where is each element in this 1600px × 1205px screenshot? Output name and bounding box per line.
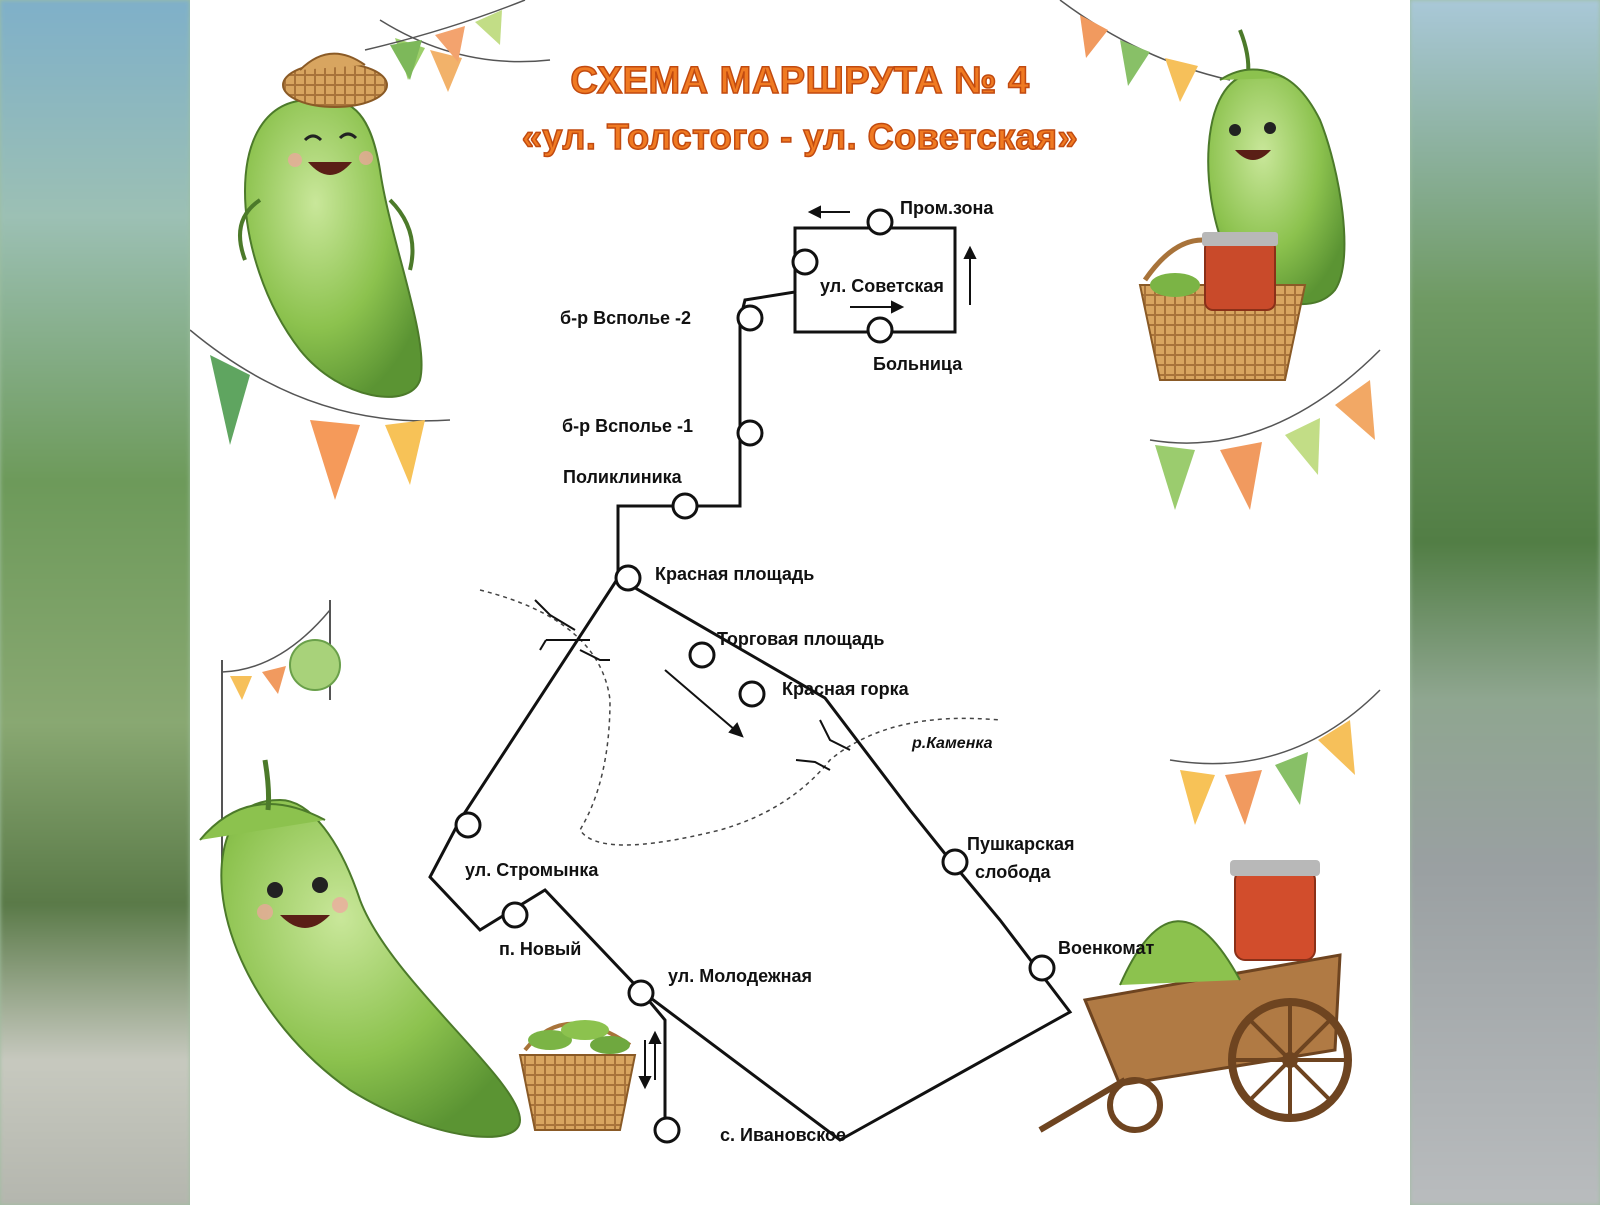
stop-marker-voenkomat bbox=[1028, 954, 1056, 982]
stop-marker-pushkarskaya bbox=[941, 848, 969, 876]
bridge-marks bbox=[534, 599, 851, 771]
direction-arrows bbox=[638, 205, 977, 1090]
stop-marker-prom-zona bbox=[866, 208, 894, 236]
route-4-line bbox=[616, 226, 957, 578]
stop-label-poliklinika: Поликлиника bbox=[563, 467, 683, 487]
route-4-ivanovskoe-branch bbox=[638, 989, 667, 1130]
stop-label-prom-zona: Пром.зона bbox=[900, 198, 994, 218]
stop-label-sloboda: слобода bbox=[975, 862, 1052, 882]
stop-marker-ivanovskoe bbox=[653, 1116, 681, 1144]
small-cucumber-basket bbox=[518, 1020, 637, 1131]
stop-label-vspolye-2: б-р Всполье -2 bbox=[560, 308, 691, 328]
stop-marker-torgovaya-ploshchad bbox=[688, 641, 716, 669]
river-label: р.Каменка bbox=[911, 735, 993, 752]
route-4-south-line bbox=[428, 576, 1073, 1142]
stop-marker-sovetskaya bbox=[791, 248, 819, 276]
stop-marker-poliklinika bbox=[671, 492, 699, 520]
stop-marker-vspolye-2 bbox=[736, 304, 764, 332]
route-map: Пром.зона ул. Советская б-р Всполье -2 Б… bbox=[428, 198, 1154, 1145]
poster-illustrations: Пром.зона ул. Советская б-р Всполье -2 Б… bbox=[190, 0, 1381, 1145]
cucumber-mascot-bottom-left bbox=[199, 759, 522, 1138]
stop-label-ivanovskoe: с. Ивановское bbox=[720, 1125, 846, 1145]
bunting-left-middle bbox=[190, 329, 451, 500]
cucumber-mascot-with-basket bbox=[1138, 29, 1346, 381]
stop-marker-stromynka bbox=[454, 811, 482, 839]
stop-label-molodezhnaya: ул. Молодежная bbox=[668, 966, 812, 986]
stop-label-krasnaya-ploshchad: Красная площадь bbox=[655, 564, 814, 584]
stop-marker-novy bbox=[501, 901, 529, 929]
route-poster: СХЕМА МАРШРУТА № 4 «ул. Толстого - ул. С… bbox=[190, 0, 1410, 1205]
stop-marker-vspolye-1 bbox=[736, 419, 764, 447]
river-kamenka-line bbox=[479, 589, 1001, 846]
stop-label-torgovaya-ploshchad: Торговая площадь bbox=[717, 629, 884, 649]
stop-label-voenkomat: Военкомат bbox=[1058, 938, 1154, 958]
stop-label-pushkarskaya: Пушкарская bbox=[967, 834, 1075, 854]
stop-marker-krasnaya-ploshchad bbox=[614, 564, 642, 592]
bunting-right-middle bbox=[1149, 349, 1381, 510]
stop-marker-krasnaya-gorka bbox=[738, 680, 766, 708]
cucumber-cart bbox=[1038, 860, 1352, 1133]
poster-subtitle: «ул. Толстого - ул. Советская» bbox=[521, 115, 1079, 158]
stop-label-novy: п. Новый bbox=[499, 939, 581, 959]
stop-label-sovetskaya: ул. Советская bbox=[820, 276, 944, 296]
poster-title: СХЕМА МАРШРУТА № 4 bbox=[570, 59, 1030, 103]
blurred-street-background-right bbox=[1410, 0, 1600, 1205]
cucumber-mascot-with-hat bbox=[238, 52, 423, 398]
stop-marker-bolnitsa bbox=[866, 316, 894, 344]
blurred-street-background-left bbox=[0, 0, 190, 1205]
bunting-top-center bbox=[364, 0, 1231, 102]
stop-label-vspolye-1: б-р Всполье -1 bbox=[562, 416, 693, 436]
stop-marker-molodezhnaya bbox=[627, 979, 655, 1007]
stop-label-bolnitsa: Больница bbox=[873, 354, 963, 374]
stop-label-krasnaya-gorka: Красная горка bbox=[782, 679, 910, 699]
stop-label-stromynka: ул. Стромынка bbox=[465, 860, 599, 880]
bunting-right-lower bbox=[1169, 689, 1381, 825]
